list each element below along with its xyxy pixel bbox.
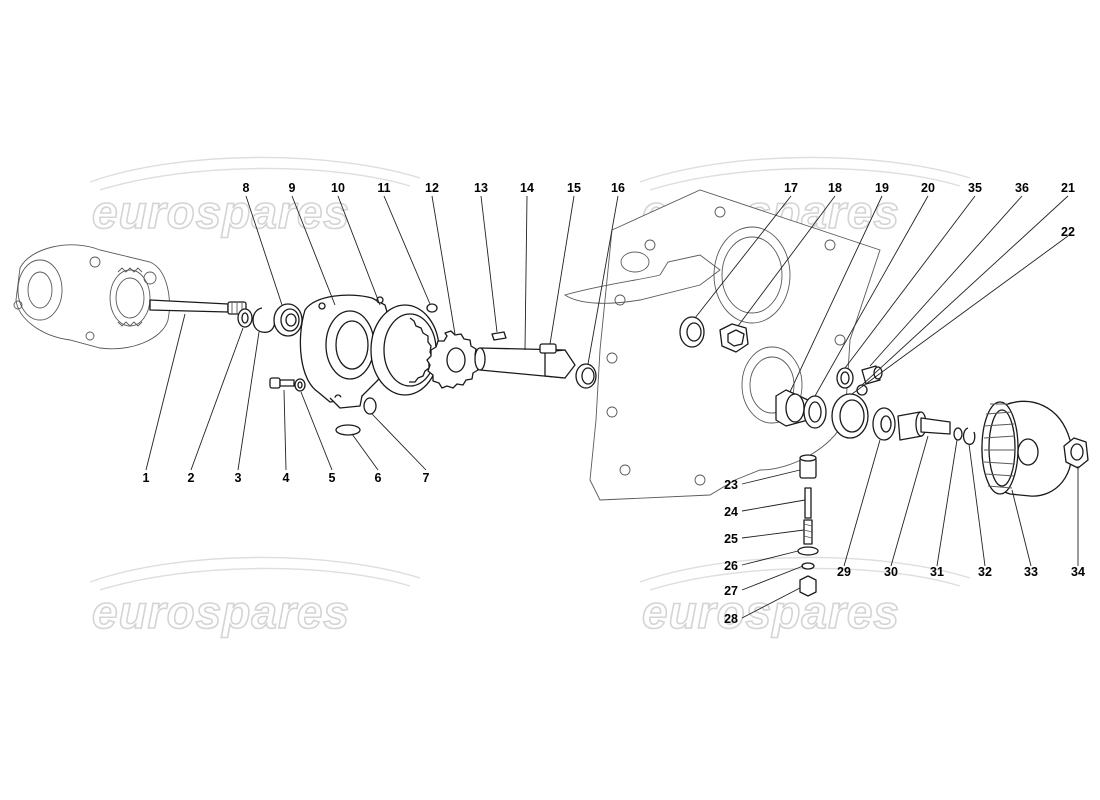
ghost-drive-housing (13, 244, 170, 350)
watermark-text: eurospares (92, 186, 350, 238)
callout-13: 13 (474, 181, 488, 195)
part-shaft (149, 299, 247, 315)
callout-8: 8 (243, 181, 250, 195)
callout-23: 23 (724, 478, 738, 492)
callout-1: 1 (143, 471, 150, 485)
callout-20: 20 (921, 181, 935, 195)
part-outer-rotor (370, 304, 440, 396)
watermark-text: eurospares (642, 586, 900, 638)
callout-19: 19 (875, 181, 889, 195)
callout-16: 16 (611, 181, 625, 195)
part-pump-body (299, 294, 390, 409)
callout-26: 26 (724, 559, 738, 573)
callout-29: 29 (837, 565, 851, 579)
part-stud-24 (804, 487, 812, 519)
part-washer-26 (797, 546, 819, 556)
part-washer-5 (294, 378, 306, 392)
watermark-top-left: eurospares (89, 156, 421, 239)
callout-22: 22 (1061, 225, 1075, 239)
part-inner-gear (426, 330, 480, 389)
callout-30: 30 (884, 565, 898, 579)
callout-4: 4 (283, 471, 290, 485)
part-plug-7 (363, 397, 377, 415)
callout-11: 11 (377, 181, 390, 195)
part-circlip-3 (252, 307, 276, 333)
callout-33: 33 (1024, 565, 1038, 579)
part-pump-shaft (474, 347, 576, 379)
part-bolt-28 (799, 575, 817, 597)
watermark-bottom-right: eurospares (639, 556, 971, 639)
part-seal-19 (775, 389, 809, 427)
callout-7: 7 (423, 471, 430, 485)
callout-labels: 1 2 3 4 5 6 7 8 9 10 11 12 13 14 15 16 1… (143, 181, 1085, 626)
callout-10: 10 (331, 181, 345, 195)
callout-32: 32 (978, 565, 992, 579)
watermark-bottom-left: eurospares (89, 556, 421, 639)
part-sleeve-23 (799, 454, 817, 479)
callout-6: 6 (375, 471, 382, 485)
part-pin-11 (426, 303, 438, 313)
part-ring-2 (237, 308, 253, 328)
callout-34: 34 (1071, 565, 1085, 579)
callout-35: 35 (968, 181, 982, 195)
part-oring-6 (335, 424, 361, 436)
callout-25: 25 (724, 532, 738, 546)
part-spacer-29 (872, 407, 896, 441)
callout-31: 31 (930, 565, 944, 579)
watermark-text: eurospares (92, 586, 350, 638)
part-key-13 (491, 331, 507, 341)
callout-3: 3 (235, 471, 242, 485)
callout-15: 15 (567, 181, 581, 195)
callout-12: 12 (425, 181, 439, 195)
callout-17: 17 (784, 181, 798, 195)
callout-21: 21 (1061, 181, 1075, 195)
leader-lines (145, 195, 1079, 619)
part-screw-4 (269, 377, 295, 389)
part-bush-17 (679, 316, 705, 348)
callout-27: 27 (724, 584, 738, 598)
part-circlip-32 (962, 427, 976, 445)
callout-36: 36 (1015, 181, 1029, 195)
part-bush-36 (861, 365, 883, 385)
part-washer-31 (953, 427, 963, 441)
callout-9: 9 (289, 181, 296, 195)
callout-14: 14 (520, 181, 534, 195)
part-ring-35 (836, 367, 854, 389)
part-stud-25 (803, 519, 813, 545)
part-washer-27 (801, 562, 815, 570)
callout-28: 28 (724, 612, 738, 626)
part-seal-21 (831, 393, 869, 439)
part-shaft-30 (897, 411, 951, 441)
part-seal-16 (575, 363, 597, 389)
part-bearing-8 (273, 303, 303, 337)
callout-5: 5 (329, 471, 336, 485)
callout-2: 2 (188, 471, 195, 485)
part-pulley-33 (981, 400, 1073, 497)
callout-24: 24 (724, 505, 738, 519)
part-key-15 (539, 343, 557, 354)
part-ring-20 (803, 395, 827, 429)
part-nut-34 (1063, 437, 1089, 469)
part-hex-plug-18 (719, 323, 749, 353)
callout-18: 18 (828, 181, 842, 195)
